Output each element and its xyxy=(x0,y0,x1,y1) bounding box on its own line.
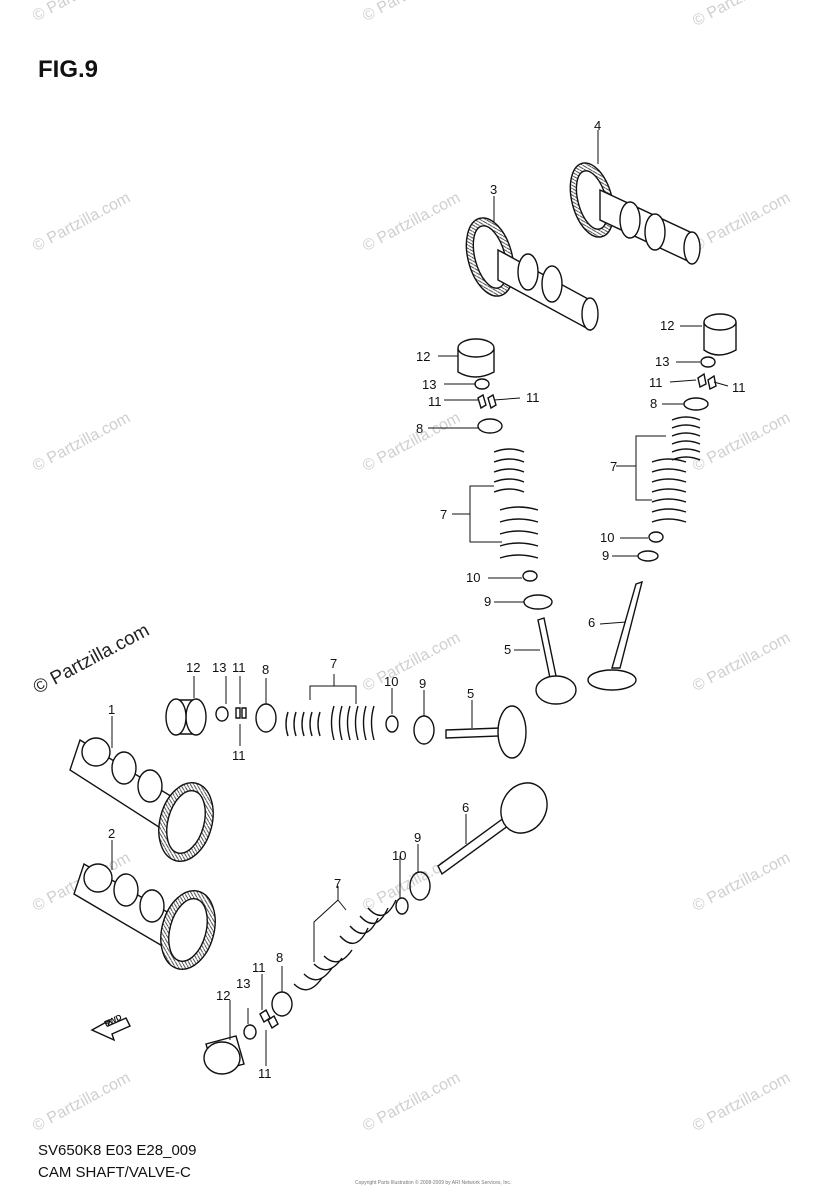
camshaft-4[interactable] xyxy=(563,158,701,265)
label-9: 9 xyxy=(414,830,422,845)
label-12: 12 xyxy=(416,349,431,364)
camshaft-1[interactable] xyxy=(69,737,221,867)
label-9: 9 xyxy=(484,594,492,609)
seat-9-mid[interactable] xyxy=(523,594,553,610)
springs-7-right[interactable] xyxy=(651,416,701,523)
seat-9-right[interactable] xyxy=(637,550,659,562)
label-12: 12 xyxy=(186,660,201,675)
retainer-8-horizontal[interactable] xyxy=(255,703,277,733)
seal-10-lower[interactable] xyxy=(395,897,409,915)
tappet-12-horizontal[interactable] xyxy=(165,698,207,736)
shim-13-right[interactable] xyxy=(700,356,716,368)
valve-6-lower[interactable] xyxy=(437,774,556,876)
retainer-8-mid[interactable] xyxy=(477,418,503,434)
cotters-11-lower[interactable] xyxy=(259,1008,279,1030)
springs-7-mid[interactable] xyxy=(493,448,539,559)
seal-10-horizontal[interactable] xyxy=(385,715,399,733)
label-11: 11 xyxy=(649,375,663,390)
label-11: 11 xyxy=(232,660,246,675)
label-9: 9 xyxy=(602,548,610,563)
label-13: 13 xyxy=(422,377,437,392)
label-11: 11 xyxy=(526,390,540,405)
label-8: 8 xyxy=(262,662,270,677)
label-2: 2 xyxy=(108,826,116,841)
label-13: 13 xyxy=(236,976,251,991)
retainer-8-lower[interactable] xyxy=(271,991,293,1017)
label-11: 11 xyxy=(232,748,246,763)
label-4: 4 xyxy=(594,118,602,133)
label-6: 6 xyxy=(462,800,470,815)
valve-6-upper[interactable] xyxy=(587,580,643,691)
shim-13-horizontal[interactable] xyxy=(215,706,229,722)
tappet-12-upper-mid[interactable] xyxy=(457,338,495,378)
label-6: 6 xyxy=(588,615,596,630)
label-10: 10 xyxy=(384,674,399,689)
cotter-11-right-b[interactable] xyxy=(707,374,717,391)
label-5: 5 xyxy=(504,642,512,657)
copyright-note: Copyright Parts Illustration © 2008-2009… xyxy=(355,1180,512,1186)
seal-10-mid[interactable] xyxy=(522,570,538,582)
tappet-12-upper-right[interactable] xyxy=(703,313,737,356)
shim-13-lower[interactable] xyxy=(243,1024,257,1040)
figure-title: FIG.9 xyxy=(38,56,99,83)
label-8: 8 xyxy=(416,421,424,436)
label-11: 11 xyxy=(428,394,442,409)
label-13: 13 xyxy=(655,354,670,369)
label-7: 7 xyxy=(610,459,618,474)
label-11: 11 xyxy=(258,1066,272,1081)
cotters-11-horizontal[interactable] xyxy=(235,707,247,719)
shim-13-mid[interactable] xyxy=(474,378,490,390)
camshaft-3[interactable] xyxy=(458,213,599,332)
label-1: 1 xyxy=(108,702,116,717)
label-7: 7 xyxy=(440,507,448,522)
cotter-11-mid-a[interactable] xyxy=(477,393,487,410)
retainer-8-right[interactable] xyxy=(683,397,709,411)
label-7: 7 xyxy=(334,876,342,891)
footer-title: CAM SHAFT/VALVE-C xyxy=(38,1164,191,1181)
seal-10-right[interactable] xyxy=(648,531,664,543)
label-3: 3 xyxy=(490,182,498,197)
label-5: 5 xyxy=(467,686,475,701)
label-8: 8 xyxy=(276,950,284,965)
label-12: 12 xyxy=(660,318,675,333)
seat-9-lower[interactable] xyxy=(409,871,431,901)
label-8: 8 xyxy=(650,396,658,411)
label-13: 13 xyxy=(212,660,227,675)
label-9: 9 xyxy=(419,676,427,691)
label-12: 12 xyxy=(216,988,231,1003)
label-11: 11 xyxy=(252,960,266,975)
label-7: 7 xyxy=(330,656,338,671)
springs-7-horizontal[interactable] xyxy=(285,705,375,741)
cotter-11-right-a[interactable] xyxy=(697,372,707,389)
valve-5-upper[interactable] xyxy=(535,617,577,705)
camshaft-2[interactable] xyxy=(73,862,223,975)
fwd-arrow-icon xyxy=(90,1017,131,1042)
cotter-11-mid-b[interactable] xyxy=(487,393,497,410)
springs-7-lower[interactable] xyxy=(293,899,397,991)
label-10: 10 xyxy=(466,570,481,585)
seat-9-horizontal[interactable] xyxy=(413,715,435,745)
tappet-12-lower[interactable] xyxy=(203,1035,245,1075)
label-11: 11 xyxy=(732,380,746,395)
valve-5-horizontal[interactable] xyxy=(445,705,527,759)
label-10: 10 xyxy=(600,530,615,545)
footer-code: SV650K8 E03 E28_009 xyxy=(38,1142,197,1159)
label-10: 10 xyxy=(392,848,407,863)
